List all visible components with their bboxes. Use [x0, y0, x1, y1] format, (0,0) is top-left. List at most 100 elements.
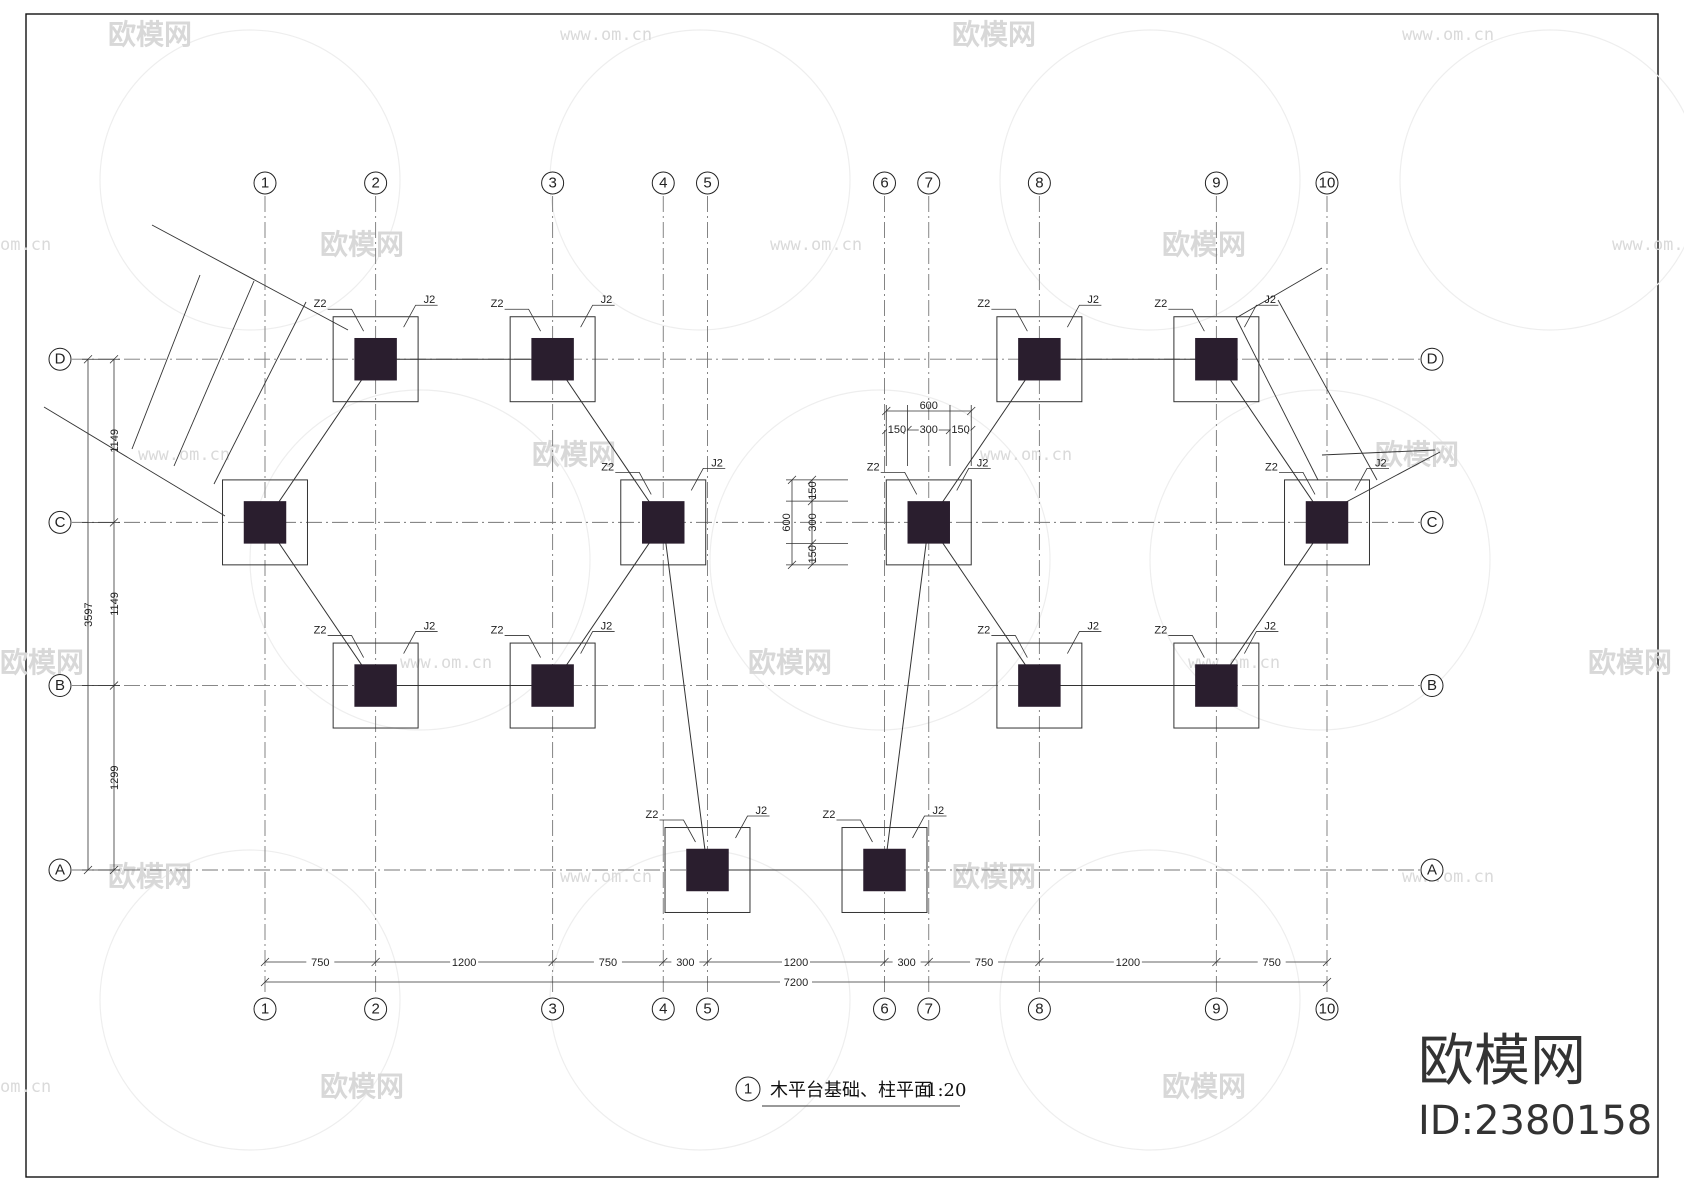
- footing-outline: [222, 479, 308, 566]
- dim-value-x: 750: [1263, 957, 1281, 969]
- dim-value-x: 750: [599, 957, 617, 969]
- footing-tag-leader: [690, 467, 726, 491]
- axis-label-x: 7: [925, 175, 933, 192]
- column-tag-leader: [659, 819, 696, 843]
- axis-bubble-y: [1420, 858, 1444, 882]
- footing-outline: [620, 479, 707, 566]
- column-tag: Z2: [977, 625, 990, 637]
- dim-tick: [1322, 977, 1332, 987]
- dim-tick: [703, 957, 712, 967]
- axis-bubble-x: [651, 171, 675, 195]
- footing-tag: J2: [1264, 294, 1276, 306]
- dim-tick: [807, 539, 817, 548]
- footing-tag: J2: [711, 457, 723, 469]
- column-tag: Z2: [823, 809, 836, 821]
- axis-bubble-x: [696, 997, 719, 1021]
- footing-tag: J2: [424, 621, 436, 633]
- footing-tag: J2: [1087, 621, 1099, 633]
- stair-line: [131, 274, 201, 450]
- watermark-brand-faint: 欧模网: [1162, 1070, 1246, 1103]
- dim-value-x: 1200: [1116, 957, 1140, 969]
- dim-value-x: 750: [975, 957, 993, 969]
- watermark-arc: [999, 849, 1301, 1151]
- axis-bubble-y: [48, 347, 72, 371]
- footing-outline: [996, 316, 1083, 403]
- axis-bubble-x: [1204, 997, 1228, 1021]
- dim-text-bg: [306, 954, 335, 966]
- dim-value-x: 1200: [784, 957, 808, 969]
- footing-tag-leader: [1067, 631, 1102, 654]
- dim-text-bg: [1113, 954, 1142, 966]
- column-tag-leader: [1168, 635, 1205, 658]
- watermark-brand-faint: 欧模网: [952, 860, 1036, 893]
- footing-tag-leader: [912, 815, 947, 839]
- footing-tag: J2: [756, 805, 768, 817]
- dim-value-x: 300: [676, 957, 694, 969]
- dim-total-y: 3597: [83, 602, 95, 626]
- footing-outline: [1173, 316, 1260, 403]
- column-block: [1018, 664, 1061, 707]
- axis-bubble-y: [48, 510, 72, 534]
- beam-outline: [264, 358, 1328, 871]
- dim-value-x: 1200: [452, 957, 476, 969]
- stair-line: [1277, 299, 1378, 481]
- column-tag: Z2: [1265, 461, 1278, 473]
- axis-label-y: D: [1427, 351, 1438, 368]
- axis-label-y: B: [1427, 677, 1437, 694]
- axis-label-x: 2: [371, 175, 379, 192]
- axis-bubble-y: [48, 674, 72, 698]
- watermark-brand-faint: 欧模网: [108, 860, 192, 893]
- watermark-brand-faint: 欧模网: [1162, 228, 1246, 261]
- column-block: [642, 501, 685, 544]
- drawing-frame: [25, 13, 1659, 1178]
- axis-bubble-x: [541, 171, 565, 195]
- column-block: [686, 848, 729, 892]
- footing-tag-leader: [1354, 467, 1389, 491]
- footing-outline: [841, 827, 928, 913]
- column-tag: Z2: [314, 298, 327, 310]
- watermark-brand-faint: 欧模网: [320, 1070, 404, 1103]
- stair-line: [43, 406, 226, 517]
- stair-line: [213, 301, 307, 485]
- axis-bubble-x: [364, 171, 388, 195]
- dim-tick: [1035, 957, 1044, 967]
- axis-bubble-y: [48, 858, 72, 882]
- footing-tag: J2: [601, 621, 613, 633]
- column-tag: Z2: [601, 461, 614, 473]
- column-tag: Z2: [646, 809, 659, 821]
- column-tag-leader: [327, 308, 364, 332]
- watermark-url: www.om.cn: [400, 653, 492, 673]
- dim-text-bg: [450, 954, 479, 966]
- dim-tick: [807, 496, 817, 506]
- axis-label-x: 7: [925, 1001, 933, 1018]
- column-tag: Z2: [491, 625, 504, 637]
- detail-dim-h-total: 600: [920, 400, 938, 412]
- column-block: [1305, 501, 1349, 544]
- stair-line: [151, 224, 349, 331]
- drawing-title: 1 木平台基础、柱平面 1:20: [735, 1076, 966, 1107]
- column-tag-leader: [1279, 471, 1316, 495]
- dim-text-bg: [886, 421, 907, 433]
- dim-tick: [880, 957, 889, 967]
- column-tag-leader: [504, 635, 541, 658]
- watermark-arc: [1399, 29, 1684, 331]
- detail-dim-v-part: 150: [807, 481, 819, 499]
- footing-outline: [664, 827, 751, 913]
- axis-label-x: 10: [1319, 175, 1336, 192]
- watermark-url: www.om.cn: [1402, 25, 1494, 45]
- brand-watermark: 欧模网 ID:2380158: [1418, 1029, 1652, 1144]
- watermark-url: www.om.cn: [138, 445, 230, 465]
- column-tag-leader: [991, 308, 1028, 332]
- column-tag-leader: [504, 308, 541, 332]
- axis-label-x: 9: [1212, 175, 1220, 192]
- axis-bubble-x: [1027, 171, 1051, 195]
